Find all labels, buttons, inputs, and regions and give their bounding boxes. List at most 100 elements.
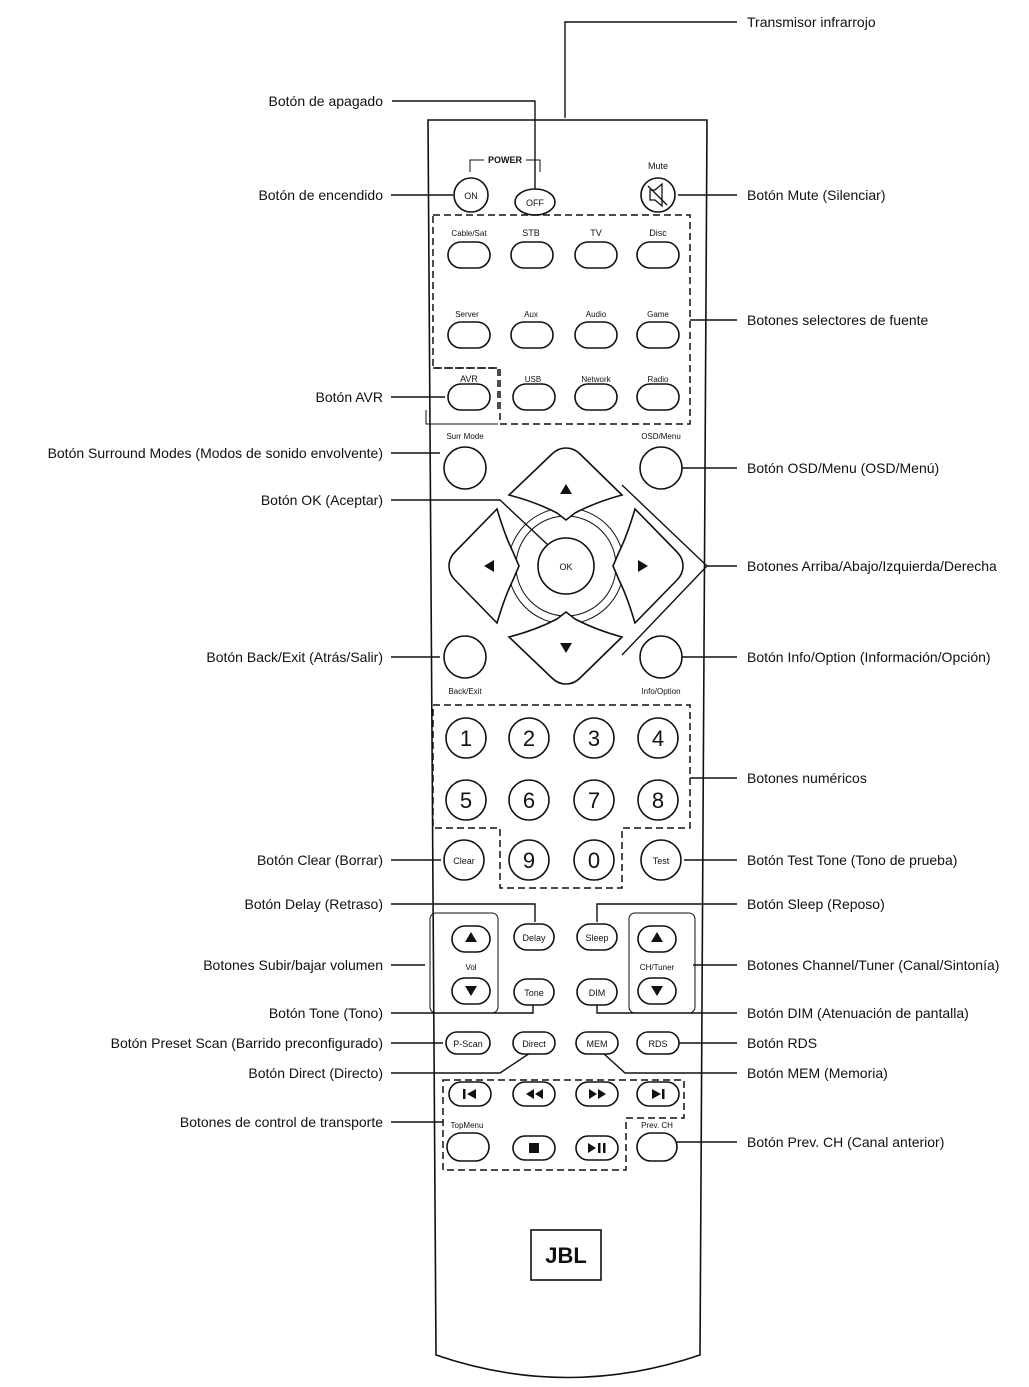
mute-button[interactable] <box>640 177 676 213</box>
num-7-button[interactable] <box>573 779 615 821</box>
game-button[interactable] <box>636 321 680 349</box>
power-label: POWER <box>488 155 523 165</box>
prev-ch-button[interactable] <box>636 1132 678 1162</box>
prev-track-button[interactable] <box>448 1081 492 1107</box>
num-9-button[interactable] <box>508 839 550 881</box>
dim-button-label: DIM <box>589 988 606 998</box>
test-button-label: Test <box>653 856 670 866</box>
brand-logo-text: JBL <box>545 1243 587 1268</box>
play-pause-button[interactable] <box>575 1135 619 1161</box>
rewind-button[interactable] <box>512 1081 556 1107</box>
on-button[interactable]: ON <box>453 177 489 213</box>
delay-button[interactable]: Delay <box>513 923 555 951</box>
label-tone: Botón Tone (Tono) <box>269 1005 383 1021</box>
stop-icon <box>529 1143 539 1153</box>
label-back-exit: Botón Back/Exit (Atrás/Salir) <box>206 649 383 665</box>
up-button[interactable] <box>507 447 624 522</box>
num-8-button[interactable] <box>637 779 679 821</box>
play-pause-icon <box>588 1143 606 1153</box>
source-label-disc: Disc <box>649 228 667 238</box>
direct-button-label: Direct <box>522 1039 546 1049</box>
osd-menu-button[interactable] <box>639 446 683 490</box>
label-prev-ch: Botón Prev. CH (Canal anterior) <box>747 1134 944 1150</box>
function-row: P-Scan Direct MEM RDS <box>445 1031 680 1055</box>
label-delay: Botón Delay (Retraso) <box>244 896 383 912</box>
num-1-button[interactable] <box>445 717 487 759</box>
usb-button[interactable] <box>512 383 556 411</box>
ch-down-button[interactable] <box>637 977 677 1005</box>
top-menu-button[interactable] <box>446 1132 490 1162</box>
triangle-down-icon <box>560 643 572 653</box>
label-clear: Botón Clear (Borrar) <box>257 852 383 868</box>
num-4-label: 4 <box>652 726 664 751</box>
ok-button[interactable]: OK <box>537 537 595 595</box>
mute-label: Mute <box>648 161 668 171</box>
sleep-button[interactable]: Sleep <box>576 923 618 951</box>
num-2-button[interactable] <box>508 717 550 759</box>
source-selector-group: Cable/Sat STB TV Disc Server Aux Audio G… <box>425 214 691 425</box>
tone-button-label: Tone <box>524 988 544 998</box>
fast-forward-button[interactable] <box>575 1081 619 1107</box>
clear-button-label: Clear <box>453 856 475 866</box>
label-power-off: Botón de apagado <box>269 93 384 109</box>
label-sleep: Botón Sleep (Reposo) <box>747 896 885 912</box>
surr-mode-label: Surr Mode <box>446 432 484 441</box>
clear-button[interactable]: Clear <box>443 839 485 881</box>
label-ok: Botón OK (Aceptar) <box>261 492 383 508</box>
down-button[interactable] <box>507 610 624 685</box>
num-7-label: 7 <box>588 788 600 813</box>
back-exit-button[interactable] <box>443 635 487 679</box>
mem-button[interactable]: MEM <box>575 1031 619 1055</box>
num-3-button[interactable] <box>573 717 615 759</box>
cable-sat-button[interactable] <box>447 241 491 269</box>
surr-mode-button[interactable] <box>443 446 487 490</box>
stop-button[interactable] <box>512 1135 556 1161</box>
num-5-button[interactable] <box>445 779 487 821</box>
right-button[interactable] <box>612 507 684 625</box>
num-6-button[interactable] <box>508 779 550 821</box>
num-6-label: 6 <box>523 788 535 813</box>
delay-button-label: Delay <box>522 933 546 943</box>
tv-button[interactable] <box>574 241 618 269</box>
server-button[interactable] <box>447 321 491 349</box>
aux-button[interactable] <box>510 321 554 349</box>
p-scan-button-label: P-Scan <box>453 1039 483 1049</box>
left-button[interactable] <box>448 507 520 625</box>
vol-up-button[interactable] <box>451 925 491 953</box>
triangle-up-icon <box>560 484 572 494</box>
vol-label: Vol <box>465 963 476 972</box>
network-button[interactable] <box>574 383 618 411</box>
next-track-button[interactable] <box>636 1081 680 1107</box>
label-source-selectors: Botones selectores de fuente <box>747 312 929 328</box>
skip-back-icon <box>463 1089 476 1099</box>
ok-button-label: OK <box>559 562 572 572</box>
prev-ch-label: Prev. CH <box>641 1121 673 1130</box>
back-exit-label: Back/Exit <box>448 687 482 696</box>
dim-button[interactable]: DIM <box>576 978 618 1006</box>
avr-button[interactable] <box>447 383 491 411</box>
vol-down-button[interactable] <box>451 977 491 1005</box>
num-4-button[interactable] <box>637 717 679 759</box>
p-scan-button[interactable]: P-Scan <box>445 1031 491 1055</box>
test-button[interactable]: Test <box>640 839 682 881</box>
rds-button[interactable]: RDS <box>636 1031 680 1055</box>
num-0-button[interactable] <box>573 839 615 881</box>
info-option-button[interactable] <box>639 635 683 679</box>
source-label-usb: USB <box>525 375 541 384</box>
fast-forward-icon <box>589 1089 606 1099</box>
radio-button[interactable] <box>636 383 680 411</box>
stb-button[interactable] <box>510 241 554 269</box>
direct-button[interactable]: Direct <box>512 1031 556 1055</box>
label-ir-transmitter: Transmisor infrarrojo <box>747 14 876 30</box>
audio-button[interactable] <box>574 321 618 349</box>
disc-button[interactable] <box>636 241 680 269</box>
label-arrows: Botones Arriba/Abajo/Izquierda/Derecha <box>747 558 997 574</box>
ch-up-button[interactable] <box>637 925 677 953</box>
off-button-label: OFF <box>526 198 544 208</box>
triangle-down-icon <box>651 986 663 996</box>
label-mute: Botón Mute (Silenciar) <box>747 187 886 203</box>
off-button[interactable]: OFF <box>514 188 556 216</box>
volume-channel-section: Vol CH/Tuner Delay Sleep Tone <box>429 912 696 1014</box>
tone-button[interactable]: Tone <box>513 978 555 1006</box>
label-surround-modes: Botón Surround Modes (Modos de sonido en… <box>48 445 383 461</box>
